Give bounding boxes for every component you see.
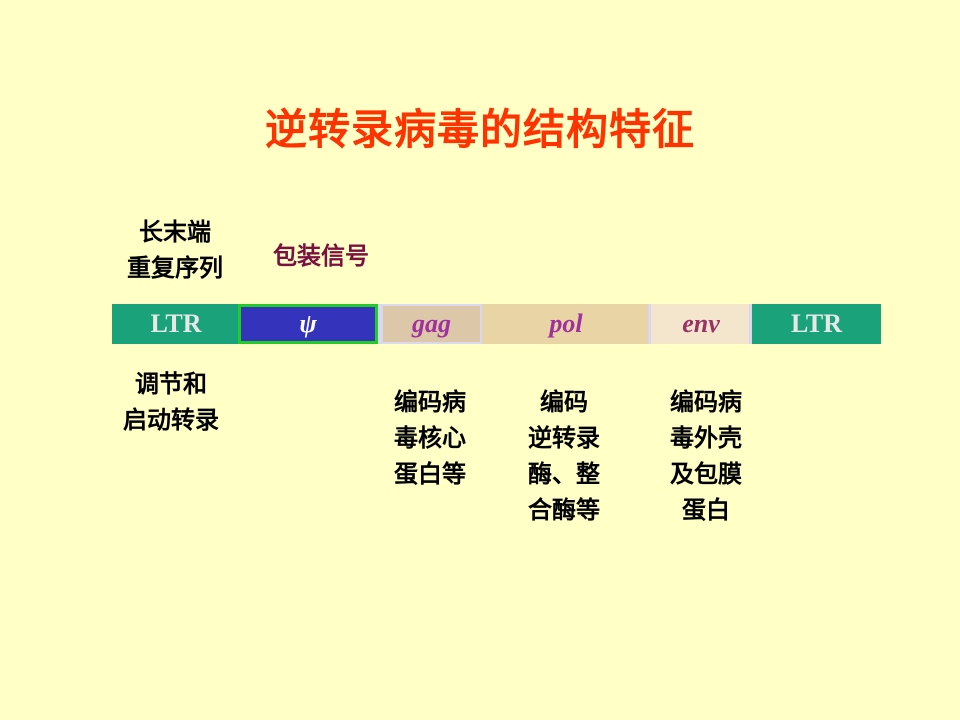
- psi-segment: ψ: [238, 304, 378, 344]
- env-line-4: 蛋白: [682, 496, 730, 524]
- ltr-left-segment: LTR: [112, 304, 240, 344]
- pol-segment: pol: [482, 304, 650, 344]
- ltr-bottom-label: 调节和 启动转录: [96, 366, 246, 438]
- gag-line-2: 毒核心: [394, 424, 466, 452]
- ltr-top-line-2: 重复序列: [127, 254, 223, 282]
- env-line-3: 及包膜: [670, 460, 742, 488]
- gag-segment: gag: [381, 304, 482, 344]
- ltr-top-line-1: 长末端: [139, 218, 211, 246]
- ltr-bottom-line-1: 调节和: [135, 370, 207, 398]
- segment-divider: [648, 304, 651, 344]
- env-segment: env: [651, 304, 751, 344]
- env-line-2: 毒外壳: [670, 424, 742, 452]
- pol-line-3: 酶、整: [528, 460, 600, 488]
- packaging-signal-label: 包装信号: [273, 242, 369, 270]
- gag-line-1: 编码病: [394, 388, 466, 416]
- gag-line-3: 蛋白等: [394, 460, 466, 488]
- ltr-right-segment: LTR: [752, 304, 881, 344]
- segment-divider: [378, 304, 381, 344]
- ltr-top-label: 长末端 重复序列: [100, 214, 250, 286]
- gag-description: 编码病 毒核心 蛋白等: [370, 384, 490, 492]
- pol-description: 编码 逆转录 酶、整 合酶等: [504, 384, 624, 528]
- ltr-bottom-line-2: 启动转录: [123, 406, 219, 434]
- env-line-1: 编码病: [670, 388, 742, 416]
- pol-line-1: 编码: [540, 388, 588, 416]
- pol-line-2: 逆转录: [528, 424, 600, 452]
- slide-title: 逆转录病毒的结构特征: [264, 105, 695, 154]
- env-description: 编码病 毒外壳 及包膜 蛋白: [646, 384, 766, 528]
- segment-divider: [749, 304, 752, 344]
- pol-line-4: 合酶等: [528, 496, 600, 524]
